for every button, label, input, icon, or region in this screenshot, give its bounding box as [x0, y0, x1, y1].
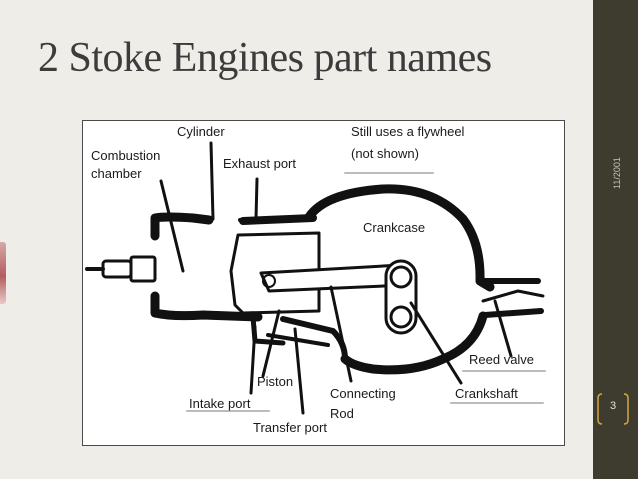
label-crankcase: Crankcase	[363, 220, 426, 235]
label-combustion-chamber-line1: Combustion	[91, 148, 161, 163]
crankcase-outline	[304, 184, 495, 292]
crank-main	[389, 305, 413, 329]
combustion-arrow	[159, 179, 185, 273]
label-combustion-chamber-line2: chamber	[91, 166, 142, 181]
label-cylinder: Cylinder	[177, 124, 225, 139]
label-connecting-rod-line1: Connecting	[330, 386, 396, 401]
label-flywheel-line1: Still uses a flywheel	[351, 124, 465, 139]
crankshaft-web	[384, 259, 418, 335]
reed-valve-mid	[481, 289, 545, 303]
cylinder-wall-bottom	[150, 291, 263, 322]
transfer-arrow	[293, 327, 305, 415]
label-crankshaft: Crankshaft	[455, 386, 518, 401]
spark-plug-body	[101, 259, 133, 279]
reed-valve-bottom	[482, 308, 544, 318]
crankshaft-arrow	[409, 301, 463, 385]
crank-pin	[389, 265, 413, 289]
left-edge-decoration	[0, 242, 6, 304]
cylinder-wall-top	[150, 212, 214, 241]
right-sidebar	[593, 0, 638, 479]
engine-drawing	[85, 141, 546, 415]
label-exhaust-port: Exhaust port	[223, 156, 296, 171]
intake-arrow	[249, 325, 257, 395]
cylinder-arrow	[209, 141, 215, 221]
label-transfer-port: Transfer port	[253, 420, 327, 435]
page-number-bracket	[597, 393, 629, 425]
exhaust-arrow	[254, 177, 259, 221]
slide-date: 11/2001	[612, 157, 622, 189]
crankcase-lower	[340, 311, 488, 375]
label-reed-valve: Reed valve	[469, 352, 535, 367]
slide-title: 2 Stoke Engines part names	[38, 35, 492, 81]
page-number: 3	[609, 400, 617, 412]
spark-plug-base	[129, 255, 157, 283]
connecting-rod-arrow	[329, 285, 353, 383]
reed-valve-arrow	[493, 299, 513, 358]
piston-arrow	[261, 309, 281, 378]
engine-diagram: Cylinder Combustion chamber Exhaust port…	[82, 120, 565, 446]
label-intake-port: Intake port	[189, 396, 251, 411]
label-piston: Piston	[257, 374, 294, 389]
wrist-pin	[262, 274, 276, 288]
transfer-port-duct-inner	[266, 333, 330, 347]
label-connecting-rod-line2: Rod	[330, 406, 354, 421]
label-flywheel-line2: (not shown)	[351, 146, 419, 161]
